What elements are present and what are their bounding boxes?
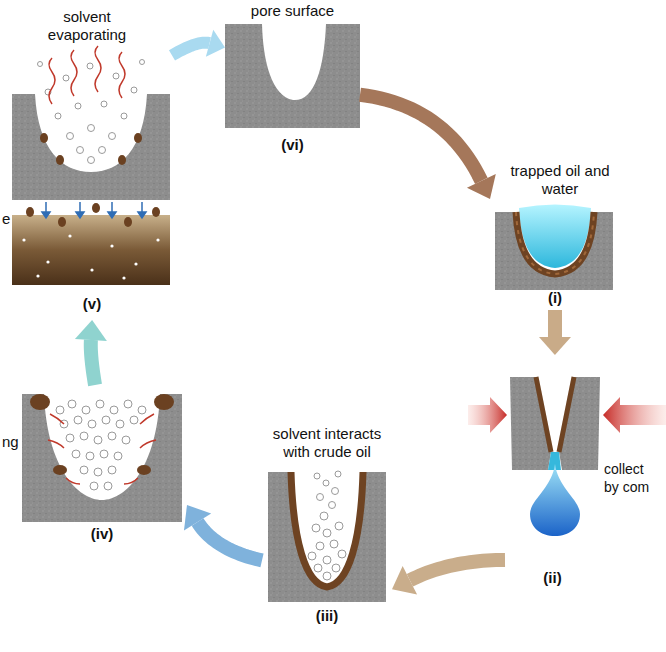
process-panel: ng (iv) — [2, 385, 187, 545]
arrow-head — [75, 320, 107, 341]
arrow-head — [467, 174, 496, 199]
arrow-head — [206, 30, 225, 57]
step-number: (i) — [490, 289, 620, 307]
step-label: collect by com — [604, 460, 662, 496]
arrow-head — [539, 337, 571, 355]
step-number: (iv) — [22, 525, 182, 543]
step-label: solvent interacts with crude oil — [262, 425, 392, 461]
solvent-pore — [268, 471, 386, 602]
evaporating-pore — [12, 46, 170, 285]
arrow-shaft — [91, 340, 95, 385]
cycle-arrow — [539, 310, 571, 355]
process-panel: trapped oil and water (i) — [490, 162, 620, 310]
arrow-head — [392, 566, 417, 595]
cycle-arrow — [184, 505, 262, 560]
arrow-shaft — [548, 310, 562, 337]
compressed-pore — [468, 377, 666, 536]
arrow-shaft — [172, 43, 210, 56]
process-panel: collect by com (ii) — [505, 355, 664, 595]
cycle-arrow — [75, 320, 107, 385]
arrow-shaft — [198, 522, 262, 560]
dissolving-pore — [22, 394, 182, 522]
arrow-shaft — [360, 95, 481, 181]
cycle-arrow — [172, 30, 225, 57]
cycle-arrow — [392, 560, 505, 595]
step-number: (iii) — [262, 607, 392, 625]
step-label: trapped oil and water — [500, 162, 620, 198]
oil-water-pore — [495, 205, 613, 291]
arrow-shaft — [410, 560, 505, 580]
step-label: solvent evaporating — [22, 8, 152, 44]
arrow-head — [184, 505, 211, 530]
compression-arrow — [603, 397, 666, 433]
clean-pore — [225, 24, 360, 128]
step-number: (v) — [12, 295, 172, 313]
compression-arrow — [468, 397, 507, 433]
process-panel: pore surface (vi) — [225, 0, 360, 158]
step-label: pore surface — [225, 2, 360, 20]
step-number: (ii) — [505, 569, 600, 587]
process-panel: solvent evaporating e (v) — [2, 5, 172, 320]
step-label: ng — [2, 433, 22, 451]
cycle-arrow — [360, 95, 496, 199]
step-number: (vi) — [225, 136, 360, 154]
process-panel: solvent interacts with crude oil (iii) — [262, 425, 392, 647]
step-label: e — [2, 210, 14, 228]
